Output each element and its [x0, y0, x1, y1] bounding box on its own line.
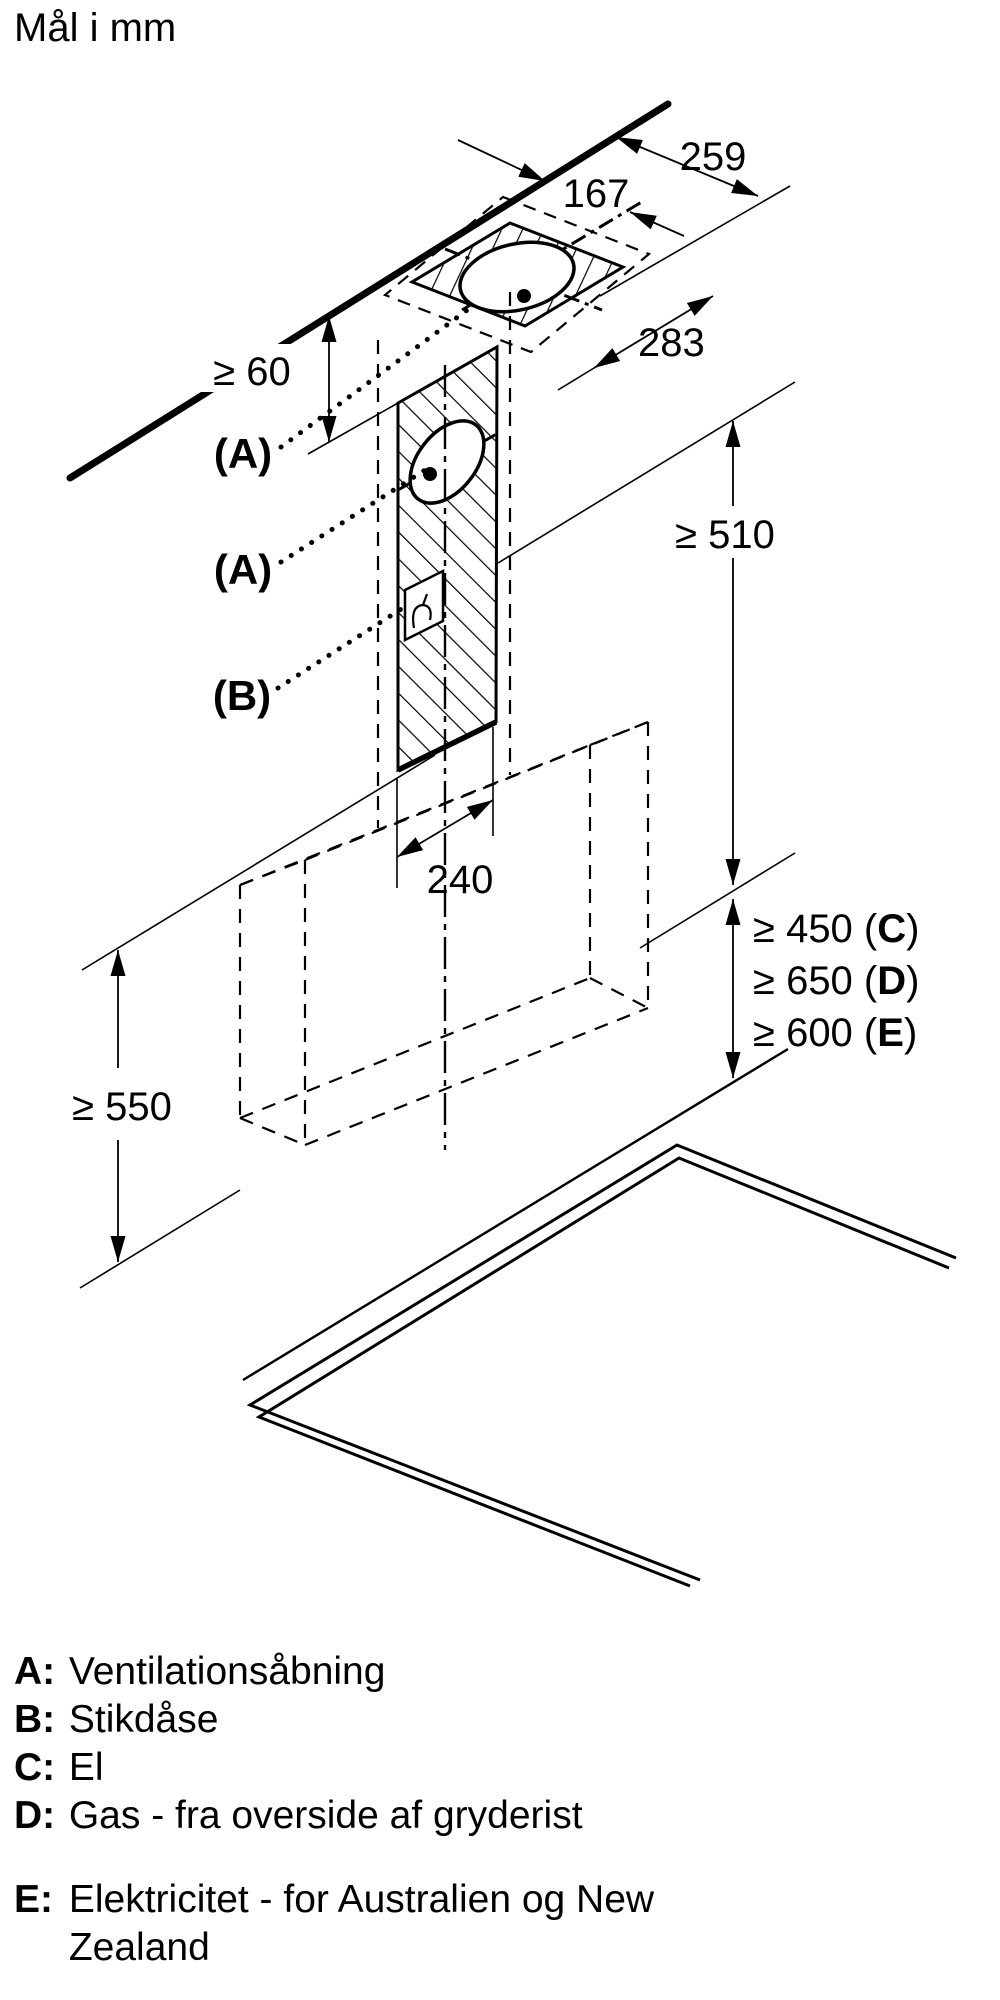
clearance-e-suffix: ): [904, 1011, 917, 1055]
legend-item-c: C: El: [14, 1744, 104, 1792]
legend-item-d: D: Gas - fra overside af gryderist: [14, 1792, 583, 1840]
dim-60-extension-line: [307, 402, 399, 455]
legend-text-e: Elektricitet - for Australien og New Zea…: [69, 1876, 654, 1972]
clearance-e-prefix: ≥ 600 (: [753, 1011, 878, 1055]
outlet-centerline-axis1: [444, 247, 603, 312]
dim-60-label-mask: [193, 344, 313, 392]
dim-259-extension-line: [599, 185, 791, 297]
mounting-plate: [396, 344, 501, 773]
dim-clearance-d-label: ≥ 650 (D): [753, 959, 919, 1003]
dim-240-label: 240: [427, 858, 494, 902]
callout-vent-top: (A): [214, 430, 272, 477]
socket-symbol: [403, 568, 445, 643]
legend-key-d: D:: [14, 1794, 56, 1837]
legend-text-a: Ventilationsåbning: [68, 1650, 386, 1693]
callout-socket: (B): [213, 672, 271, 719]
legend-key-b: B:: [14, 1698, 56, 1741]
vent-drill-dot: [423, 467, 437, 481]
leader-vent-top: [278, 305, 473, 450]
hob-surface-extension: [639, 852, 796, 949]
leader-socket: [275, 603, 409, 691]
legend-text-d: Gas - fra overside af gryderist: [68, 1794, 583, 1837]
duct-outlet-plate: [408, 198, 646, 328]
dim-259: [615, 136, 759, 197]
outlet-drill-dot: [517, 289, 531, 303]
legend-text-c: El: [68, 1746, 104, 1789]
dim-550-label: ≥ 550: [72, 1085, 172, 1129]
dim-167: [457, 139, 685, 237]
dim-283: [557, 295, 714, 391]
legend-text-e-line1: Elektricitet - for Australien og New: [68, 1878, 655, 1921]
clearance-c-prefix: ≥ 450 (: [753, 907, 878, 951]
clearance-d-key: D: [877, 959, 906, 1003]
outlet-hole-ellipse: [458, 240, 576, 314]
dim-240: [396, 727, 494, 888]
legend-text-e-line2: Zealand: [68, 1926, 210, 1969]
page-title: Mål i mm: [14, 6, 177, 50]
dim-167-label: 167: [563, 172, 630, 216]
clearance-c-suffix: ): [906, 907, 919, 951]
callout-vent-wall: (A): [214, 546, 272, 593]
worktop-extension-left: [79, 1189, 241, 1289]
clearance-c-key: C: [877, 907, 906, 951]
hood-bottom-extension-left: [81, 754, 436, 971]
clearance-d-suffix: ): [906, 959, 919, 1003]
dim-510-label: ≥ 510: [675, 513, 775, 557]
hood-bottom-extension-right: [497, 381, 796, 564]
legend-key-e: E:: [14, 1878, 53, 1921]
worktop-outline: [246, 1143, 957, 1588]
ceiling-line: [66, 100, 672, 482]
clearance-e-key: E: [877, 1011, 904, 1055]
legend-item-b: B: Stikdåse: [14, 1696, 218, 1744]
dim-283-label: 283: [638, 321, 705, 365]
duct-cutout-dashed-outline: [382, 195, 652, 354]
dimension-drawing: 167 259 283 ≥ 60: [66, 100, 957, 1588]
dim-clearance-c-label: ≥ 450 (C): [753, 907, 919, 951]
leader-vent-wall: [278, 467, 428, 565]
legend-item-e: E: Elektricitet - for Australien og New …: [14, 1876, 654, 1972]
legend-key-c: C:: [14, 1746, 56, 1789]
dim-clearance-e-label: ≥ 600 (E): [753, 1011, 917, 1055]
vent-opening-ellipse: [408, 419, 486, 505]
clearance-d-prefix: ≥ 650 (: [753, 959, 878, 1003]
legend-text-b: Stikdåse: [68, 1698, 219, 1741]
chimney-dashed-outline: [376, 292, 512, 828]
legend-key-a: A:: [14, 1650, 56, 1693]
callout-leaders: [275, 305, 473, 691]
mounting-plate-bottom-edge: [396, 719, 498, 773]
dim-259-label: 259: [680, 135, 747, 179]
legend-item-a: A: Ventilationsåbning: [14, 1648, 385, 1696]
dim-60-label: ≥ 60: [213, 350, 291, 394]
canopy-dashed-outline: [238, 720, 650, 1147]
worktop-back-edge: [242, 1047, 789, 1382]
